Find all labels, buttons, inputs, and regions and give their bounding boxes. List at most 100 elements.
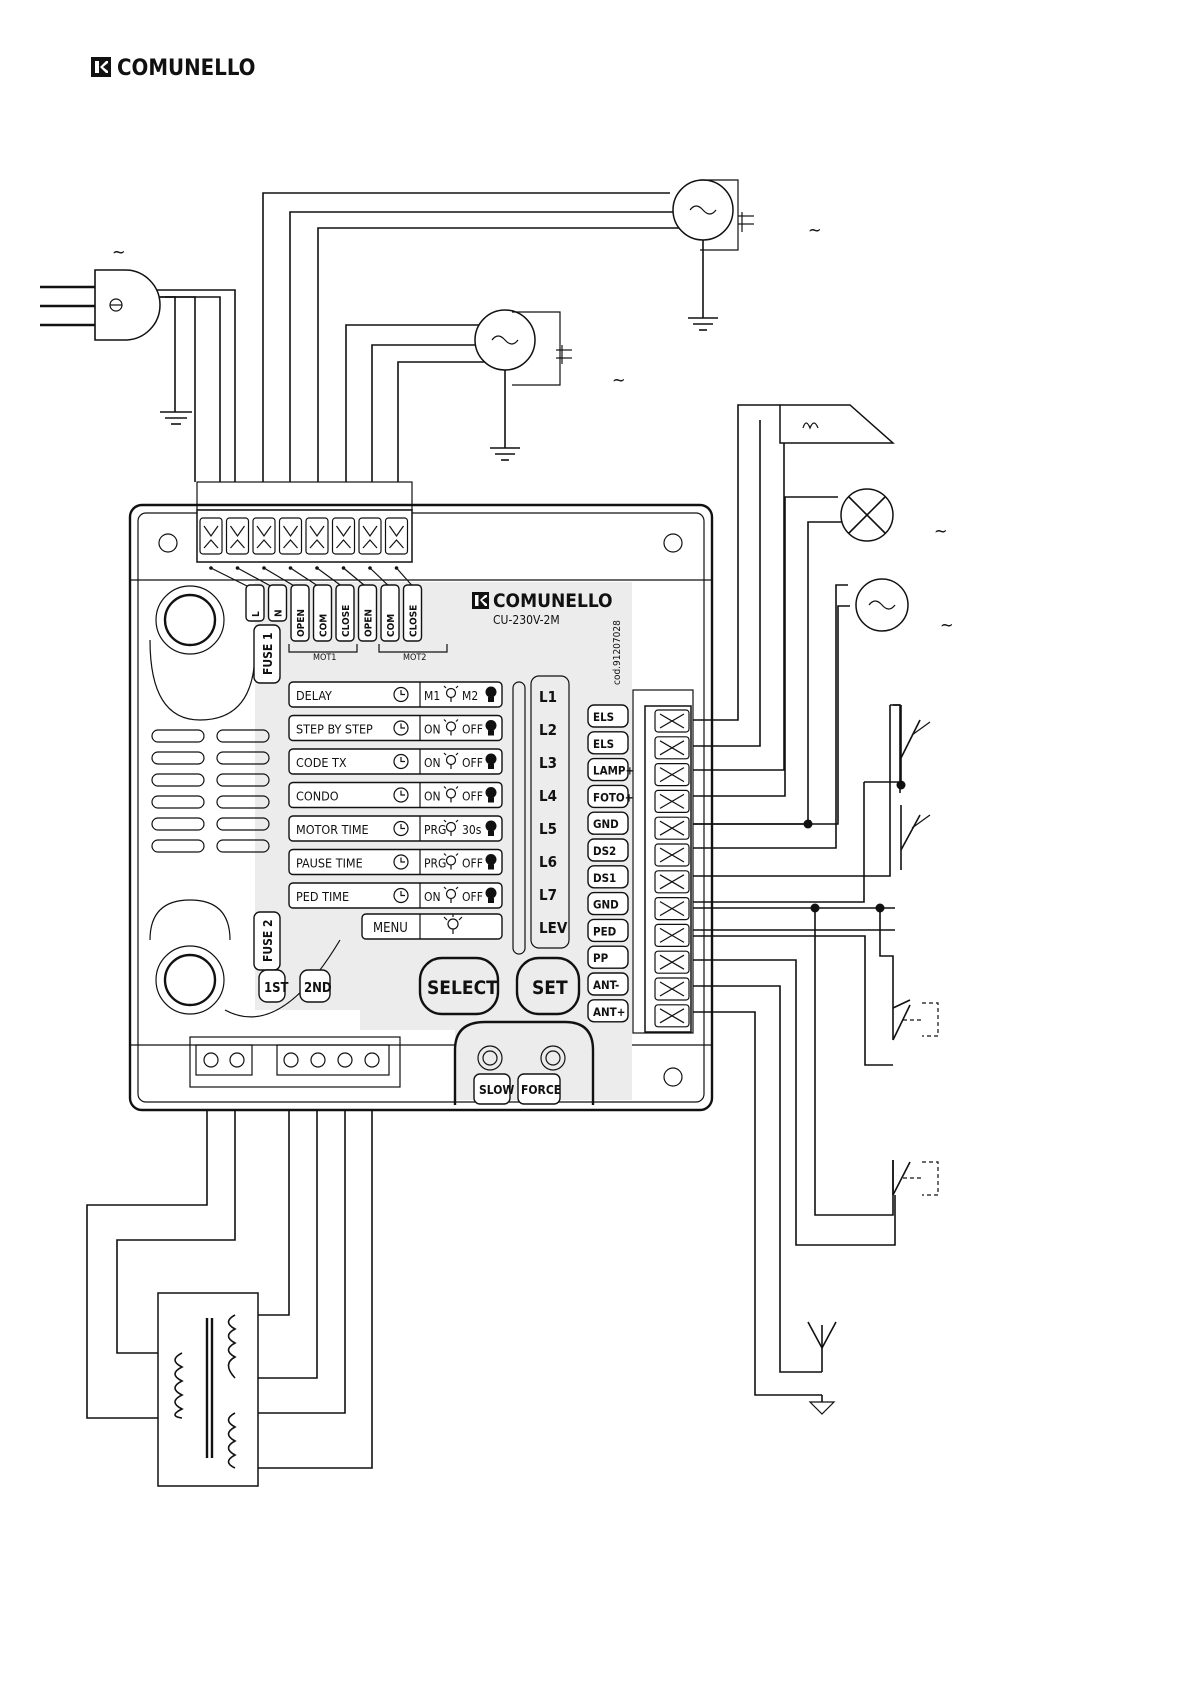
top-terminal-screw — [358, 517, 394, 591]
top-terminal-label: L — [245, 584, 265, 622]
top-terminal-block — [196, 481, 417, 591]
force-trimmer[interactable]: FORCE — [517, 1073, 561, 1105]
top-terminal-label: COM — [312, 584, 333, 642]
stop-go-icon — [393, 720, 409, 736]
ground-icon — [160, 410, 192, 425]
right-terminal-screw — [654, 923, 690, 948]
brand-logo-text: COMUNELLO — [117, 56, 255, 81]
right-terminal-label: FOTO+ — [587, 784, 633, 809]
menu-row-left-value: ON — [424, 756, 441, 770]
board-brand-text: COMUNELLO — [493, 590, 613, 612]
menu-row-code-tx[interactable]: CODE TX ON OFF — [288, 748, 503, 775]
slow-trimmer[interactable]: SLOW — [473, 1073, 514, 1105]
select-button[interactable]: SELECT — [418, 956, 500, 1016]
svg-text:L: L — [251, 611, 262, 617]
svg-text:FORCE: FORCE — [521, 1083, 561, 1097]
top-terminal-label: OPEN — [290, 584, 310, 642]
level-label: L7 — [539, 886, 557, 904]
bulb-blink-icon — [443, 752, 459, 769]
set-button[interactable]: SET — [515, 956, 581, 1016]
clock-hand-icon — [393, 854, 409, 870]
menu-row-label: CODE TX — [296, 755, 347, 770]
menu-row-label: MOTOR TIME — [296, 822, 369, 837]
second-button[interactable]: 2ND — [299, 969, 332, 1003]
power-plug-icon — [40, 269, 161, 341]
svg-text:PED: PED — [593, 924, 617, 938]
menu-row-label: STEP BY STEP — [296, 722, 373, 737]
svg-text:N: N — [274, 609, 285, 617]
bulb-on-icon — [485, 887, 497, 903]
right-terminal-screw — [654, 870, 690, 894]
clock-arrows-icon — [393, 820, 409, 837]
bulb-blink-icon — [443, 786, 459, 803]
level-label: L6 — [539, 853, 557, 871]
board-model: CU-230V-2M — [493, 613, 560, 627]
remote-icon — [393, 753, 409, 770]
right-terminal-label: LAMP+ — [587, 757, 634, 782]
bulb-on-icon — [485, 787, 497, 803]
right-terminal-label: ANT- — [587, 972, 629, 996]
menu-row-left-value: ON — [424, 723, 441, 737]
menu-row-left-value: M1 — [424, 689, 440, 703]
menu-row-right-value: OFF — [462, 790, 483, 804]
menu-row-right-value: 30s — [462, 823, 482, 837]
svg-text:SELECT: SELECT — [427, 977, 498, 999]
motor-group-label: MOT2 — [378, 644, 448, 663]
photocell-contact-2-icon — [900, 805, 931, 870]
fuse-2: FUSE 2 — [253, 911, 281, 971]
svg-text:COM: COM — [386, 614, 397, 637]
level-label: L2 — [539, 721, 557, 739]
menu-row-step-by-step[interactable]: STEP BY STEP ON OFF — [288, 714, 503, 742]
menu-row-right-value: OFF — [462, 756, 483, 770]
level-label: L4 — [539, 787, 557, 805]
svg-text:ANT-: ANT- — [593, 978, 619, 992]
building-icon — [393, 787, 409, 803]
right-terminal-label: ELS — [587, 704, 629, 728]
svg-text:MOT1: MOT1 — [313, 653, 336, 663]
svg-text:FUSE 2: FUSE 2 — [261, 919, 275, 962]
top-wires — [145, 192, 690, 482]
menu-row-menu[interactable]: MENU — [361, 913, 503, 940]
menu-row-left-value: ON — [424, 890, 441, 904]
clock-pedestrian-icon — [393, 887, 409, 904]
pp-push-button-icon — [892, 1160, 939, 1196]
menu-row-label: PAUSE TIME — [296, 856, 363, 871]
svg-text:DS1: DS1 — [593, 871, 616, 885]
right-terminal-label: GND — [587, 811, 629, 835]
antenna-icon — [807, 1321, 837, 1372]
board-logo: COMUNELLO CU-230V-2M cod.91207028 — [472, 590, 623, 685]
right-terminal-screw — [654, 709, 690, 733]
motor-1-ac-symbol: ~ — [808, 220, 822, 241]
right-terminal-label: PED — [587, 918, 629, 943]
antenna-ground-icon — [808, 1395, 836, 1415]
menu-row-right-value: OFF — [462, 723, 483, 737]
bottom-terminal-2 — [195, 1044, 253, 1076]
transformer-wires — [86, 1110, 373, 1469]
plug-ac-symbol: ~ — [112, 242, 126, 263]
level-label: LEV — [539, 919, 568, 937]
bottom-terminal-4 — [276, 1044, 390, 1076]
bulb-on-icon — [485, 720, 497, 736]
svg-text:OPEN: OPEN — [296, 609, 307, 637]
top-terminal-label: CLOSE — [402, 584, 423, 642]
bulb-blink-icon — [443, 886, 459, 903]
bulb-blink-icon — [443, 853, 459, 870]
level-label: L1 — [539, 688, 557, 706]
svg-text:COM: COM — [319, 614, 330, 637]
trimmer-block — [453, 1020, 595, 1105]
source-ac-symbol: ~ — [940, 615, 954, 636]
bulb-on-icon — [485, 686, 497, 702]
first-button[interactable]: 1ST — [258, 969, 289, 1003]
fuse-1: FUSE 1 — [253, 624, 281, 684]
right-terminal-screw — [654, 843, 690, 867]
right-terminal-screw — [654, 762, 690, 787]
svg-text:FOTO+: FOTO+ — [593, 790, 633, 804]
motor-2-ac-symbol: ~ — [612, 370, 626, 391]
level-label: L3 — [539, 754, 557, 772]
